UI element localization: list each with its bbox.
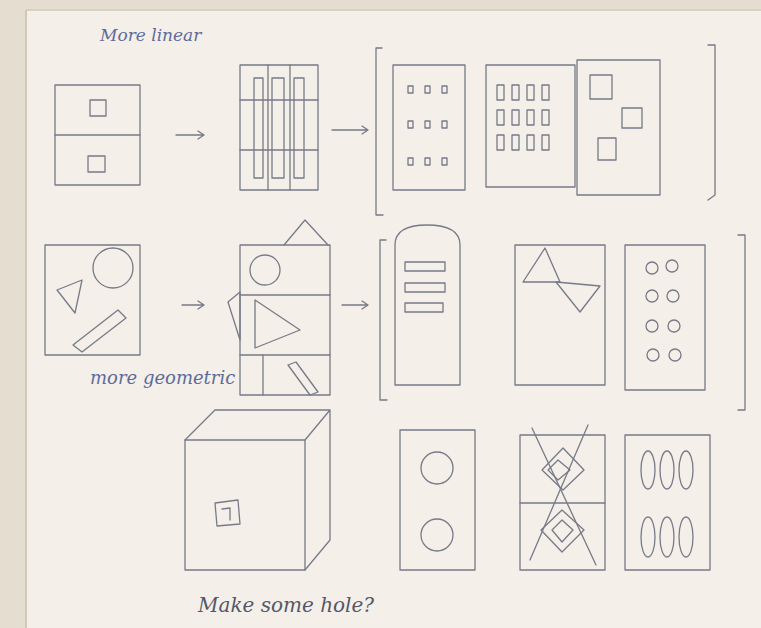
handwritten-note: More linear: [100, 26, 201, 45]
handwritten-note: Make some hole?: [198, 594, 374, 616]
handwritten-note: more geometric: [90, 368, 235, 388]
